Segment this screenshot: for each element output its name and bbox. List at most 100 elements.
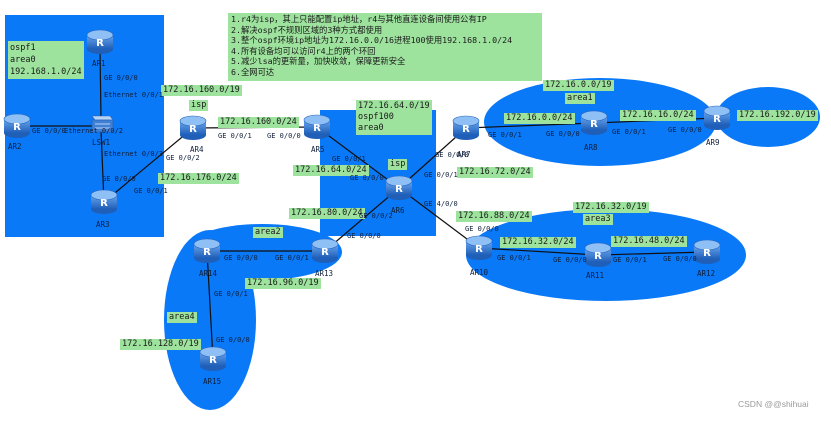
ospf100-subnet-label: 172.16.64.0/19 xyxy=(358,101,430,111)
port-lsw-e003: Ethernet 0/0/3 xyxy=(104,150,164,158)
port-ar11-ge001: GE 0/0/1 xyxy=(613,256,647,264)
router-ar10[interactable] xyxy=(465,235,493,261)
router-ar14[interactable] xyxy=(193,238,221,264)
port-ar10-ge001: GE 0/0/1 xyxy=(497,254,531,262)
port-ar6-ge400: GE 4/0/0 xyxy=(424,200,458,208)
isp-center-label: isp xyxy=(388,159,408,170)
router-ar6[interactable] xyxy=(385,175,413,201)
router-ar11-label: AR11 xyxy=(586,271,605,280)
router-ar15-label: AR15 xyxy=(203,377,222,386)
port-ar8-ge000: GE 0/0/0 xyxy=(546,130,580,138)
port-ar5-ge001: GE 0/0/1 xyxy=(332,155,366,163)
port-ar3-ge001: GE 0/0/1 xyxy=(134,187,168,195)
switch-lsw1[interactable] xyxy=(91,115,114,133)
port-ar11-ge000: GE 0/0/0 xyxy=(553,256,587,264)
router-ar8-label: AR8 xyxy=(584,143,598,152)
note-line-3: 3.整个ospf环境ip地址为172.16.0.0/16进程100使用192.1… xyxy=(231,35,513,46)
router-ar3[interactable] xyxy=(90,189,118,215)
port-lsw-e001: Ethernet 0/0/1 xyxy=(104,91,164,99)
port-ar5-ge000: GE 0/0/0 xyxy=(267,132,301,140)
subnet-160-24: 172.16.160.0/24 xyxy=(218,117,299,128)
note-line-5: 5.减少lsa的更新量，加快收敛，保障更新安全 xyxy=(231,56,406,67)
port-ar6-ge001: GE 0/0/1 xyxy=(424,171,458,179)
port-ar15-ge000: GE 0/0/0 xyxy=(216,336,250,344)
ospf100-label: ospf100 xyxy=(358,112,394,122)
router-ar4[interactable] xyxy=(179,115,207,141)
csdn-watermark: CSDN @@shihuai xyxy=(738,399,809,409)
router-ar8[interactable] xyxy=(580,110,608,136)
router-ar5[interactable] xyxy=(303,114,331,140)
router-ar10-label: AR10 xyxy=(470,268,489,277)
subnet-32-24: 172.16.32.0/24 xyxy=(500,237,576,248)
ospf100-label-box: 172.16.64.0/19 ospf100 area0 xyxy=(356,100,432,135)
port-ar13-ge000: GE 0/0/0 xyxy=(347,232,381,240)
router-ar12-label: AR12 xyxy=(697,269,716,278)
requirements-notes: 1.r4为isp，其上只能配置ip地址，r4与其他直连设备间使用公有IP 2.解… xyxy=(228,13,542,81)
port-ar3-ge000: GE 0/0/0 xyxy=(102,175,136,183)
links xyxy=(17,49,718,360)
router-ar12[interactable] xyxy=(693,239,721,265)
router-ar15[interactable] xyxy=(199,346,227,372)
port-ar2-ge000: GE 0/0/0 xyxy=(32,127,66,135)
port-lsw-e002: Ethernet 0/0/2 xyxy=(64,127,124,135)
ospf100-area-label: area0 xyxy=(358,123,384,133)
note-line-2: 2.解决ospf不规则区域的3种方式都使用 xyxy=(231,24,383,35)
port-ar14-ge000: GE 0/0/0 xyxy=(224,254,258,262)
port-ar7-ge001: GE 0/0/1 xyxy=(488,131,522,139)
ospf1-label-box: ospf1 area0 192.168.1.0/24 xyxy=(8,41,84,79)
ospf1-subnet-label: 192.168.1.0/24 xyxy=(10,67,82,77)
subnet-72-24: 172.16.72.0/24 xyxy=(457,167,533,178)
isp-left-label: isp xyxy=(189,100,209,111)
router-ar5-label: AR5 xyxy=(311,145,325,154)
ospf1-label: ospf1 xyxy=(10,43,36,53)
subnet-0-24: 172.16.0.0/24 xyxy=(504,113,575,124)
area2-label: area2 xyxy=(253,227,283,238)
router-ar4-label: AR4 xyxy=(190,145,204,154)
router-ar3-label: AR3 xyxy=(96,220,110,229)
router-ar14-label: AR14 xyxy=(199,269,218,278)
area4-region xyxy=(164,230,256,410)
subnet-96-19: 172.16.96.0/19 xyxy=(245,278,321,289)
subnet-48-24: 172.16.48.0/24 xyxy=(611,236,687,247)
note-line-4: 4.所有设备均可以访问r4上的两个环回 xyxy=(231,45,376,56)
note-line-6: 6.全网可达 xyxy=(231,66,275,77)
area1-label: area1 xyxy=(565,93,595,104)
router-ar6-label: AR6 xyxy=(391,206,405,215)
router-ar9[interactable] xyxy=(703,105,731,131)
subnet-64-24: 172.16.64.0/24 xyxy=(293,165,369,176)
router-ar13-label: AR13 xyxy=(315,269,334,278)
port-ar4-ge001: GE 0/0/1 xyxy=(218,132,252,140)
note-line-1: 1.r4为isp，其上只能配置ip地址，r4与其他直连设备间使用公有IP xyxy=(231,14,487,24)
subnet-16-24: 172.16.16.0/24 xyxy=(620,110,696,121)
router-ar11[interactable] xyxy=(584,242,612,268)
port-ar6-ge002: GE 0/0/2 xyxy=(359,212,393,220)
subnet-88-24: 172.16.88.0/24 xyxy=(456,211,532,222)
port-ar4-ge002: GE 0/0/2 xyxy=(166,154,200,162)
subnet-192-19: 172.16.192.0/19 xyxy=(737,110,818,121)
subnet-128-19: 172.16.128.0/19 xyxy=(120,339,201,350)
router-ar7[interactable] xyxy=(452,115,480,141)
subnet-32-19: 172.16.32.0/19 xyxy=(573,202,649,213)
router-ar13[interactable] xyxy=(311,238,339,264)
area3-label: area3 xyxy=(583,214,613,225)
switch-lsw1-label: LSW1 xyxy=(92,138,111,147)
router-ar1[interactable] xyxy=(86,29,114,55)
subnet-0-19: 172.16.0.0/19 xyxy=(543,80,614,91)
subnet-80-24: 172.16.80.0/24 xyxy=(289,208,365,219)
port-ar8-ge001: GE 0/0/1 xyxy=(612,128,646,136)
subnet-160-19: 172.16.160.0/19 xyxy=(161,85,242,96)
area4-label: area4 xyxy=(167,312,197,323)
port-ar10-ge000: GE 0/0/0 xyxy=(465,225,499,233)
port-ar6-ge000-top: GE 0/0/0 xyxy=(350,174,384,182)
port-ar13-ge001: GE 0/0/1 xyxy=(275,254,309,262)
router-ar1-label: AR1 xyxy=(92,59,106,68)
router-ar2[interactable] xyxy=(3,113,31,139)
port-ar14-ge001: GE 0/0/1 xyxy=(214,290,248,298)
router-ar9-label: AR9 xyxy=(706,138,720,147)
port-ar12-ge000: GE 0/0/0 xyxy=(663,255,697,263)
port-ar7-ge000: GE 0/0/0 xyxy=(435,151,469,159)
router-ar2-label: AR2 xyxy=(8,142,22,151)
subnet-176-24: 172.16.176.0/24 xyxy=(158,173,239,184)
router-ar7-label: AR7 xyxy=(457,150,471,159)
ospf1-area-label: area0 xyxy=(10,55,36,65)
